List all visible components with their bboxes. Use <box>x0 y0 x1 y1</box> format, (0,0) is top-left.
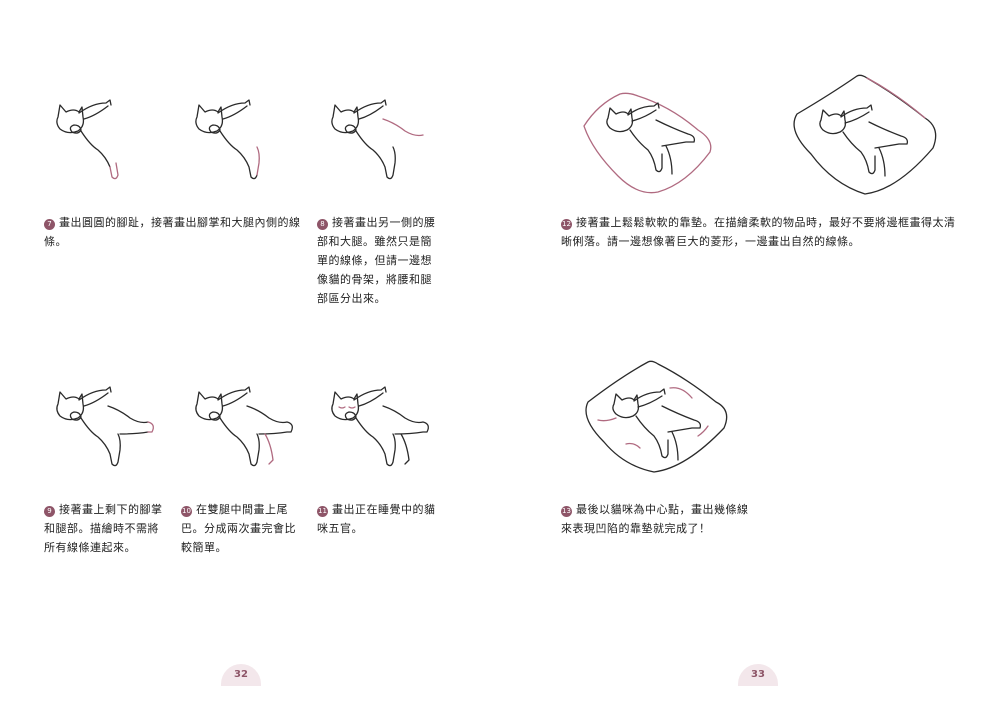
page-number-left: 32 <box>221 664 261 686</box>
step-number-badge: 10 <box>181 506 192 517</box>
cat-sketch-step9 <box>56 386 154 467</box>
cat-cushion-sketch-step12b <box>793 74 937 195</box>
cat-cushion-sketch-step12 <box>583 92 712 194</box>
cat-sketch-step7b <box>195 99 260 180</box>
cat-sketch-step7 <box>56 99 119 180</box>
step-number-badge: 13 <box>561 506 572 517</box>
page-number-right: 33 <box>738 664 778 686</box>
step-13-text: 最後以貓咪為中心點，畫出幾條線來表現凹陷的靠墊就完成了！ <box>561 503 749 535</box>
step-number-badge: 8 <box>317 219 328 230</box>
cat-sketch-step11 <box>331 386 429 467</box>
step-12-text: 接著畫上鬆鬆軟軟的靠墊。在描繪柔軟的物品時，最好不要將邊框畫得太清晰俐落。請一邊… <box>561 216 956 248</box>
cat-sketch-step10 <box>195 386 293 467</box>
cat-cushion-sketch-step13 <box>585 360 728 473</box>
step-number-badge: 9 <box>44 506 55 517</box>
step-8-text: 接著畫出另一側的腰部和大腿。雖然只是簡單的線條，但請一邊想像貓的骨架，將腰和腿部… <box>317 216 436 305</box>
step-number-badge: 11 <box>317 506 328 517</box>
step-9-text: 接著畫上剩下的腳掌和腿部。描繪時不需將所有線條連起來。 <box>44 503 163 554</box>
step-11-text: 畫出正在睡覺中的貓咪五官。 <box>317 503 436 535</box>
cat-sketch-step8 <box>331 99 424 180</box>
step-10-text: 在雙腿中間畫上尾巴。分成兩次畫完會比較簡單。 <box>181 503 296 554</box>
step-7-text: 畫出圓圓的腳趾，接著畫出腳掌和大腿內側的線條。 <box>44 216 301 248</box>
step-number-badge: 12 <box>561 219 572 230</box>
step-number-badge: 7 <box>44 219 55 230</box>
